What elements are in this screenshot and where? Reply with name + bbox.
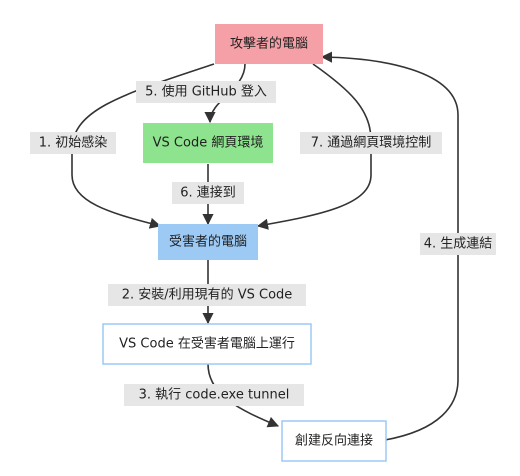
node-reverse-connection: 創建反向連接 <box>281 420 387 462</box>
svg-text:VS Code 網頁環境: VS Code 網頁環境 <box>153 136 264 151</box>
svg-text:6. 連接到: 6. 連接到 <box>180 185 236 201</box>
svg-text:5. 使用 GitHub 登入: 5. 使用 GitHub 登入 <box>145 84 267 100</box>
node-vscode-running: VS Code 在受害者電腦上運行 <box>102 323 312 365</box>
svg-text:4. 生成連結: 4. 生成連結 <box>424 237 493 252</box>
svg-text:3. 執行 code.exe tunnel: 3. 執行 code.exe tunnel <box>139 387 290 403</box>
edge-label-run-tunnel: 3. 執行 code.exe tunnel <box>124 384 304 406</box>
edge-web-control <box>256 63 372 230</box>
svg-text:攻擊者的電腦: 攻擊者的電腦 <box>230 36 308 52</box>
svg-text:受害者的電腦: 受害者的電腦 <box>169 234 247 250</box>
edge-label-install-vscode: 2. 安裝/利用現有的 VS Code <box>108 284 306 306</box>
svg-text:1. 初始感染: 1. 初始感染 <box>39 135 108 151</box>
node-vscode-web: VS Code 網頁環境 <box>143 123 273 163</box>
edge-generate-link <box>320 51 459 441</box>
svg-text:創建反向連接: 創建反向連接 <box>295 433 373 449</box>
edge-label-initial-infection: 1. 初始感染 <box>30 132 116 154</box>
node-victim-computer: 受害者的電腦 <box>158 224 258 260</box>
edge-label-github-login: 5. 使用 GitHub 登入 <box>136 81 276 103</box>
edge-label-generate-link: 4. 生成連結 <box>420 233 496 255</box>
node-attacker-computer: 攻擊者的電腦 <box>215 24 323 64</box>
svg-text:7. 通過網頁環境控制: 7. 通過網頁環境控制 <box>311 136 432 151</box>
edge-label-connect-to: 6. 連接到 <box>172 182 244 204</box>
svg-text:2. 安裝/利用現有的 VS Code: 2. 安裝/利用現有的 VS Code <box>122 287 293 303</box>
edge-label-web-control: 7. 通過網頁環境控制 <box>300 132 442 154</box>
svg-text:VS Code 在受害者電腦上運行: VS Code 在受害者電腦上運行 <box>119 336 295 352</box>
